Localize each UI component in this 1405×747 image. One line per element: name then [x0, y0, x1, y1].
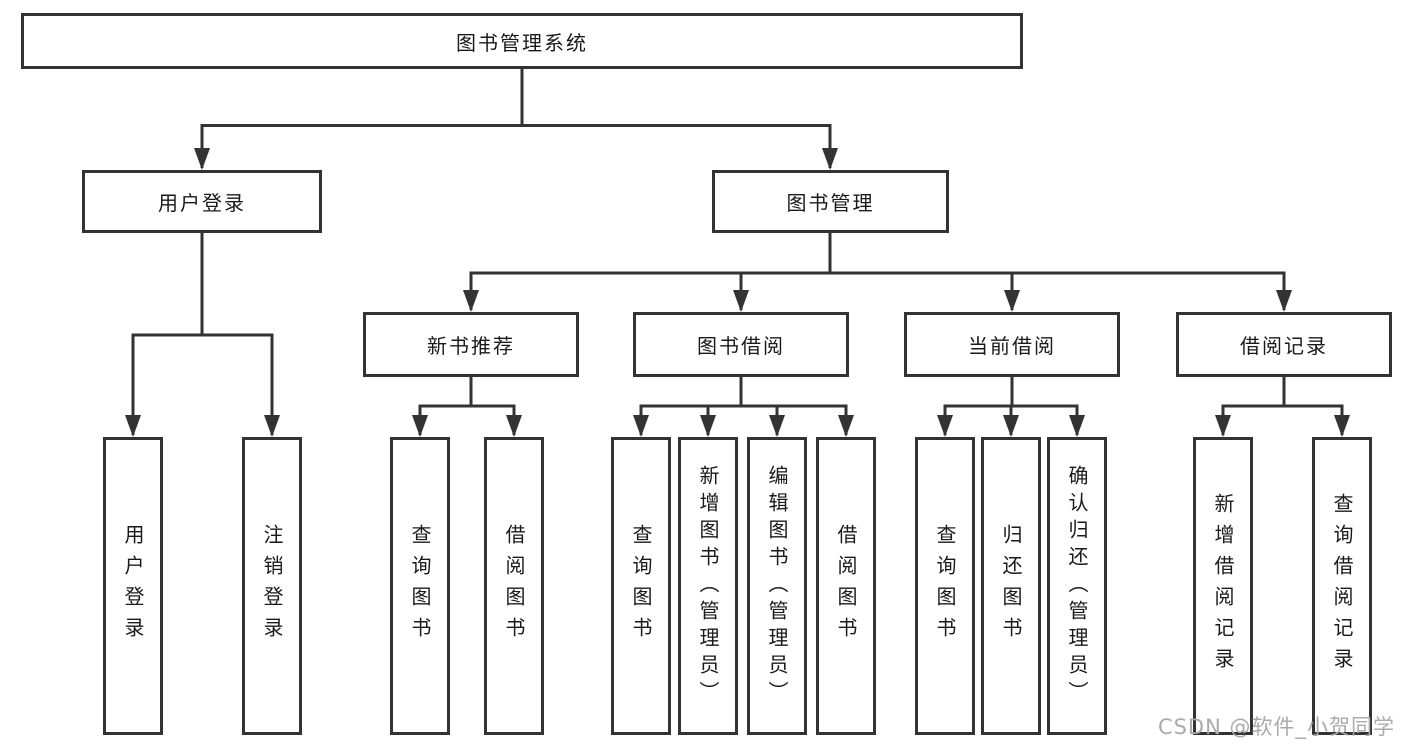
csdn-watermark: CSDN @软件_小贺同学	[1157, 715, 1395, 739]
leaf-edit-book-admin: 编辑图书（管理员）	[747, 437, 807, 735]
node-new-book-recommend: 新书推荐	[363, 312, 579, 377]
node-borrowing-records: 借阅记录	[1176, 312, 1392, 377]
leaf-confirm-return-admin: 确认归还（管理员）	[1047, 437, 1107, 735]
node-book-management: 图书管理	[712, 170, 949, 233]
leaf-borrow-books-borrowing: 借阅图书	[816, 437, 876, 735]
leaf-query-books-borrowing: 查询图书	[611, 437, 671, 735]
node-user-login-branch: 用户登录	[82, 170, 322, 233]
node-current-borrowing: 当前借阅	[904, 312, 1120, 377]
leaf-query-borrow-record: 查询借阅记录	[1312, 437, 1372, 735]
leaf-borrow-books-recommend: 借阅图书	[484, 437, 544, 735]
leaf-query-books-current: 查询图书	[915, 437, 975, 735]
leaf-query-books-recommend: 查询图书	[390, 437, 450, 735]
leaf-logout: 注销登录	[242, 437, 302, 735]
leaf-return-book: 归还图书	[981, 437, 1041, 735]
node-library-management-system: 图书管理系统	[21, 13, 1023, 69]
leaf-user-login: 用户登录	[103, 437, 163, 735]
node-book-borrowing: 图书借阅	[633, 312, 849, 377]
leaf-add-borrow-record: 新增借阅记录	[1193, 437, 1253, 735]
leaf-add-book-admin: 新增图书（管理员）	[678, 437, 738, 735]
